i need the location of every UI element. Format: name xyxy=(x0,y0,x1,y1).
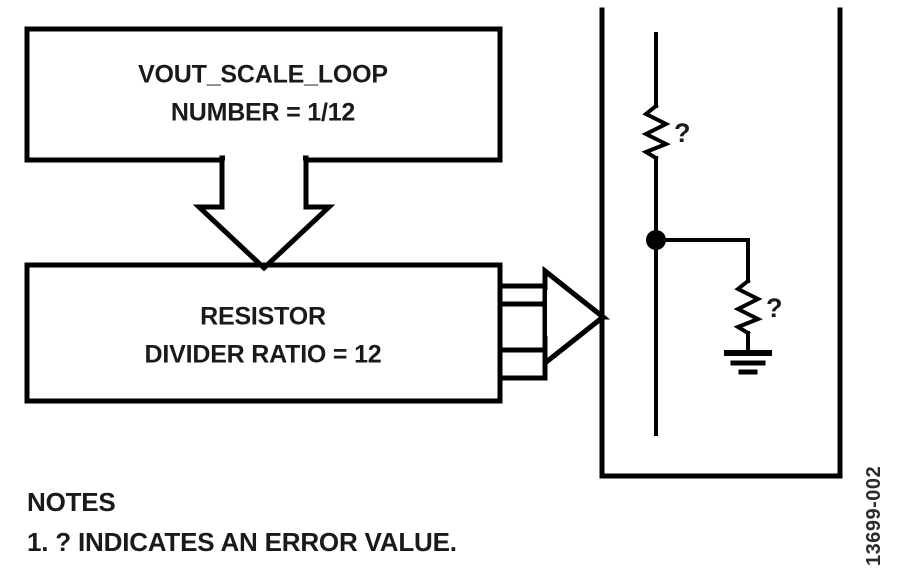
schematic-branch-wire xyxy=(654,238,750,283)
right-block-arrow-head-outline xyxy=(542,265,608,369)
notes-heading: NOTES xyxy=(27,487,116,517)
down-arrow-top-mask xyxy=(225,150,303,161)
top-resistor-symbol xyxy=(641,103,671,161)
vout-scale-loop-line1: VOUT_SCALE_LOOP xyxy=(138,61,388,89)
resistor-divider-block: RESISTOR DIVIDER RATIO = 12 xyxy=(24,262,503,404)
down-block-arrow-outline xyxy=(192,155,336,272)
resistor-divider-line2: DIVIDER RATIO = 12 xyxy=(145,341,382,369)
vout-scale-loop-line2: NUMBER = 1/12 xyxy=(171,99,355,127)
vout-scale-loop-block-border xyxy=(24,26,503,163)
right-block-arrow-head xyxy=(542,265,608,369)
right-arrow-head-join-mask xyxy=(547,290,555,336)
resistor-divider-line1: RESISTOR xyxy=(200,303,326,331)
notes-item-1: 1. ? INDICATES AN ERROR VALUE. xyxy=(27,527,457,557)
vout-scale-loop-block: VOUT_SCALE_LOOP NUMBER = 1/12 xyxy=(24,26,503,163)
figure-id-text: 13699-002 xyxy=(863,466,885,566)
bottom-resistor-symbol xyxy=(733,278,763,336)
ground-symbol xyxy=(724,350,772,375)
schematic-panel-frame xyxy=(599,7,843,479)
resistor-divider-schematic: ? ? xyxy=(599,7,843,479)
resistor-divider-block-border xyxy=(24,262,503,404)
top-resistor-value: ? xyxy=(674,118,691,148)
bottom-resistor-value: ? xyxy=(766,293,783,323)
down-block-arrow xyxy=(192,150,336,272)
notes-section: NOTES 1. ? INDICATES AN ERROR VALUE. xyxy=(27,487,457,557)
figure-id-label: 13699-002 xyxy=(863,466,885,566)
